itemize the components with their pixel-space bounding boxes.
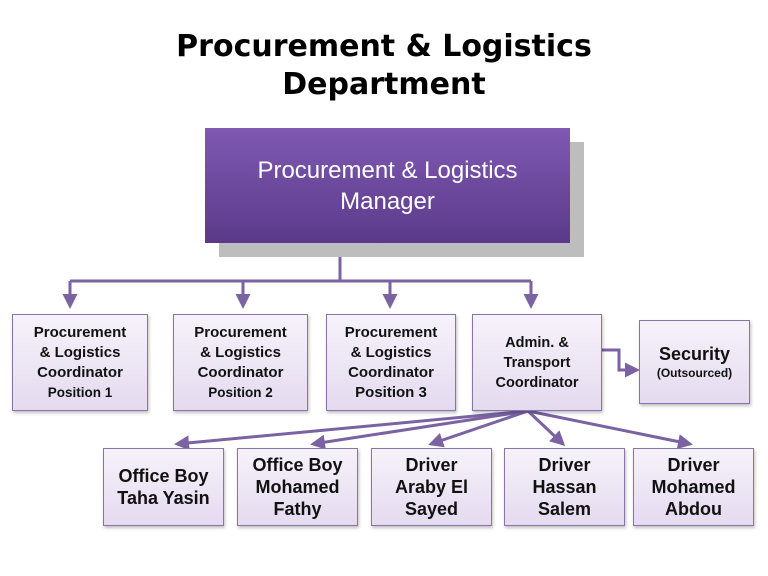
- coordinator-box-1: Procurement & Logistics Coordinator Posi…: [12, 314, 148, 411]
- staff-2-line-1: Office Boy: [252, 455, 343, 475]
- coordinator-box-3: Procurement & Logistics Coordinator Posi…: [326, 314, 456, 411]
- coordinator-2-line-3: Coordinator: [197, 363, 284, 381]
- security-label: Security: [658, 344, 731, 364]
- coordinator-3-line-2: & Logistics: [350, 343, 432, 361]
- title-line-1: Procurement & Logistics: [176, 29, 592, 64]
- coordinator-3-line-1: Procurement: [344, 323, 438, 341]
- staff-5-line-2: Mohamed: [651, 477, 736, 497]
- coordinator-2-line-2: & Logistics: [200, 343, 281, 361]
- coordinator-1-line-2: & Logistics: [39, 343, 121, 361]
- page-title: Procurement & Logistics Department: [0, 28, 768, 104]
- coordinator-1-line-1: Procurement: [33, 323, 127, 341]
- staff-4-line-2: Hassan: [532, 477, 597, 497]
- title-line-2: Department: [282, 67, 486, 102]
- coordinator-1-line-4: Position 1: [47, 384, 113, 400]
- staff-3-line-2: Araby El: [394, 477, 469, 497]
- staff-4-line-3: Salem: [537, 499, 592, 519]
- coordinator-1-line-3: Coordinator: [37, 363, 123, 381]
- staff3-connector: [428, 409, 529, 448]
- staff5-connector: [527, 409, 693, 449]
- staff-1-line-2: Taha Yasin: [117, 488, 210, 508]
- coordinator-2-line-1: Procurement: [194, 323, 287, 341]
- security-connector: [602, 348, 640, 378]
- staff-box-4: Driver Hassan Salem: [504, 448, 625, 526]
- manager-line-1: Procurement & Logistics: [257, 156, 518, 184]
- staff-4-line-1: Driver: [538, 455, 591, 475]
- manager-box: Procurement & Logistics Manager: [205, 128, 570, 243]
- security-sublabel: (Outsourced): [656, 366, 733, 380]
- staff-5-line-3: Abdou: [665, 499, 722, 519]
- staff-3-line-3: Sayed: [404, 499, 459, 519]
- admin-line-3: Coordinator: [495, 374, 579, 391]
- staff-2-line-2: Mohamed: [255, 477, 340, 497]
- staff-2-line-3: Fathy: [273, 499, 322, 519]
- coordinator-3-line-3: Coordinator: [348, 363, 434, 381]
- admin-line-1: Admin. &: [505, 334, 569, 351]
- coordinator-box-2: Procurement & Logistics Coordinator Posi…: [173, 314, 308, 411]
- staff-box-1: Office Boy Taha Yasin: [103, 448, 224, 526]
- manager-line-2: Manager: [340, 187, 435, 215]
- coordinator-3-line-4: Position 3: [355, 383, 427, 401]
- admin-line-2: Transport: [503, 354, 571, 371]
- security-box: Security (Outsourced): [639, 320, 750, 404]
- staff2-connector: [310, 409, 529, 450]
- staff-box-2: Office Boy Mohamed Fathy: [237, 448, 358, 526]
- staff-3-line-1: Driver: [405, 455, 458, 475]
- staff-1-line-1: Office Boy: [118, 466, 209, 486]
- coordinator-2-line-4: Position 2: [208, 384, 273, 400]
- admin-transport-box: Admin. & Transport Coordinator: [472, 314, 602, 411]
- staff-box-3: Driver Araby El Sayed: [371, 448, 492, 526]
- staff-5-line-1: Driver: [667, 455, 720, 475]
- staff1-connector: [174, 409, 529, 451]
- staff-box-5: Driver Mohamed Abdou: [633, 448, 754, 526]
- staff4-connector: [526, 409, 566, 447]
